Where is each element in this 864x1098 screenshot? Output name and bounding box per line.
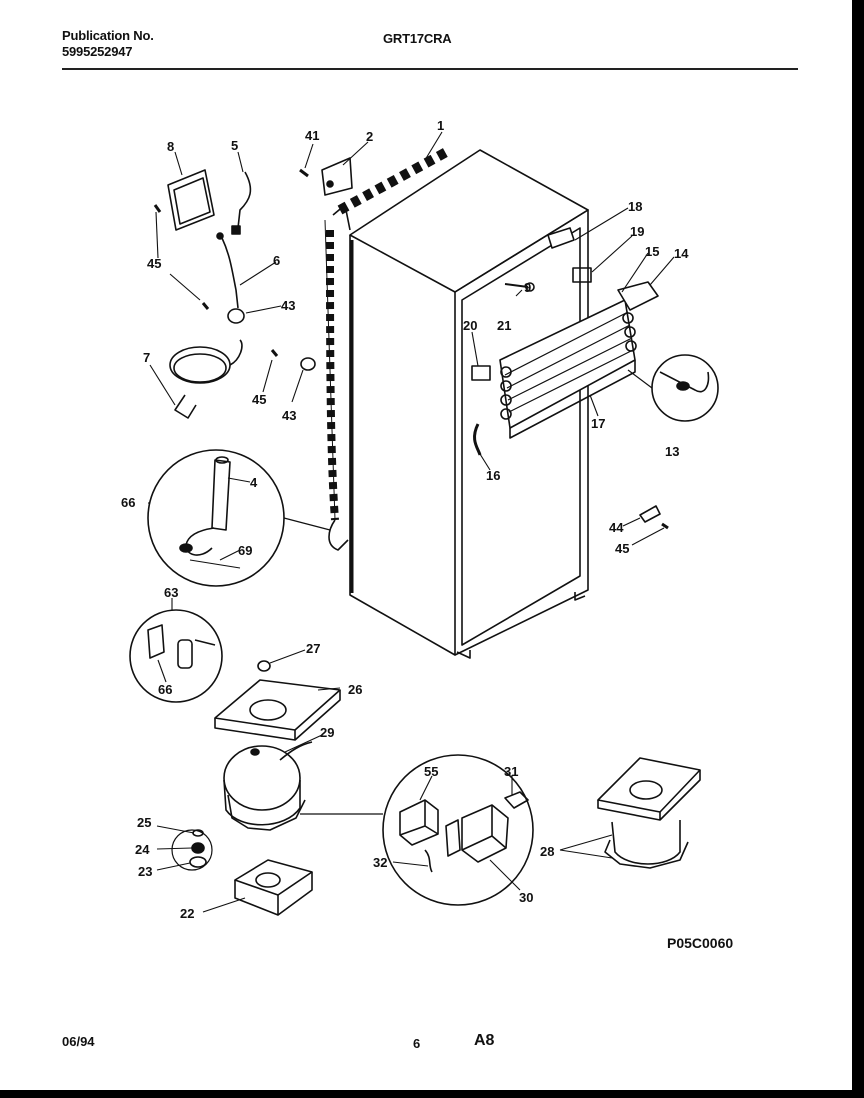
scan-border-right: [852, 0, 864, 1098]
grommet-part: [257, 660, 271, 672]
defrost-sensor-part: [659, 371, 710, 393]
overload-part: [399, 799, 439, 846]
capacitor-part: [147, 624, 216, 669]
callout-label: 19: [630, 224, 644, 239]
power-cord-part: [169, 339, 243, 419]
mount-grommet-part: [191, 842, 205, 854]
detail-circle-capacitor: [129, 609, 223, 703]
publication-number: 5995252947: [62, 44, 133, 59]
callout-label: 14: [674, 246, 689, 261]
callout-label: 16: [486, 468, 500, 483]
model-number: GRT17CRA: [383, 31, 452, 46]
mount-sleeve-part: [189, 856, 207, 868]
callout-label: 7: [143, 350, 150, 365]
wire-part: [237, 171, 252, 229]
callout-label: 43: [281, 298, 295, 313]
callout-label: 22: [180, 906, 194, 921]
condenser-coil-part: [324, 145, 453, 551]
callout-label: 69: [238, 543, 252, 558]
footer-page: 6: [413, 1036, 421, 1051]
drier-part: [179, 456, 241, 569]
panel-part: [167, 169, 215, 231]
callout-label: 28: [540, 844, 554, 859]
drain-pan-part: [214, 679, 341, 741]
callout-label: 18: [628, 199, 642, 214]
publication-label: Publication No.: [62, 28, 154, 43]
callout-label: 45: [147, 256, 161, 271]
clip-part: [547, 227, 575, 249]
screw-part: [270, 349, 279, 357]
footer-date: 06/94: [62, 1034, 95, 1049]
callout-label: 8: [167, 139, 174, 154]
grommet-part: [300, 357, 316, 371]
callout-label: 45: [615, 541, 629, 556]
callout-label: 41: [305, 128, 319, 143]
cabinet-part: [349, 149, 589, 659]
callout-label: 45: [252, 392, 266, 407]
thermostat-part: [471, 365, 491, 381]
callout-label: 66: [158, 682, 172, 697]
callout-label: 25: [137, 815, 151, 830]
callout-label: 26: [348, 682, 362, 697]
callout-label: 5: [231, 138, 238, 153]
screw-part: [661, 522, 669, 530]
compressor-assembly-part: [597, 757, 701, 869]
callout-label: 24: [135, 842, 150, 857]
callout-label: 30: [519, 890, 533, 905]
callout-label: 29: [320, 725, 334, 740]
callout-label: 2: [366, 129, 373, 144]
callout-label: 15: [645, 244, 659, 259]
callout-label: 23: [138, 864, 152, 879]
callout-label: 44: [609, 520, 624, 535]
clip-part: [639, 505, 661, 523]
footer-section: A8: [474, 1032, 495, 1049]
callout-label: 21: [497, 318, 511, 333]
callout-label: 17: [591, 416, 605, 431]
screw-part: [201, 302, 210, 310]
figure-code: P05C0060: [667, 935, 733, 951]
evaporator-part: [499, 299, 637, 439]
detail-circle-relay: [382, 754, 534, 906]
callout-label: 43: [282, 408, 296, 423]
compressor-part: [223, 741, 313, 831]
callout-label: 31: [504, 764, 518, 779]
callout-label: 6: [273, 253, 280, 268]
screw-part: [153, 204, 162, 213]
base-bracket-part: [234, 859, 313, 916]
leader-lines: [148, 131, 675, 913]
wire-part: [424, 849, 433, 873]
tube-part: [473, 423, 482, 456]
harness-part: [221, 237, 239, 309]
screw-part: [299, 168, 309, 178]
callout-label: 20: [463, 318, 477, 333]
callout-label: 55: [424, 764, 438, 779]
callout-label: 63: [164, 585, 178, 600]
callout-label: 66: [121, 495, 135, 510]
heater-part: [617, 281, 659, 311]
callout-label: 4: [250, 475, 258, 490]
bracket-part: [321, 157, 353, 196]
screw-part: [504, 283, 529, 288]
callout-label: 1: [437, 118, 444, 133]
grommet-part: [227, 308, 245, 324]
scan-border-bottom: [0, 1090, 864, 1098]
callout-label: 9: [524, 280, 531, 295]
callout-label: 27: [306, 641, 320, 656]
clip-part: [504, 791, 529, 809]
terminal-block-part: [572, 267, 592, 283]
callout-label: 13: [665, 444, 679, 459]
relay-part: [445, 804, 509, 863]
header-rule: [62, 68, 798, 70]
callout-label: 32: [373, 855, 387, 870]
